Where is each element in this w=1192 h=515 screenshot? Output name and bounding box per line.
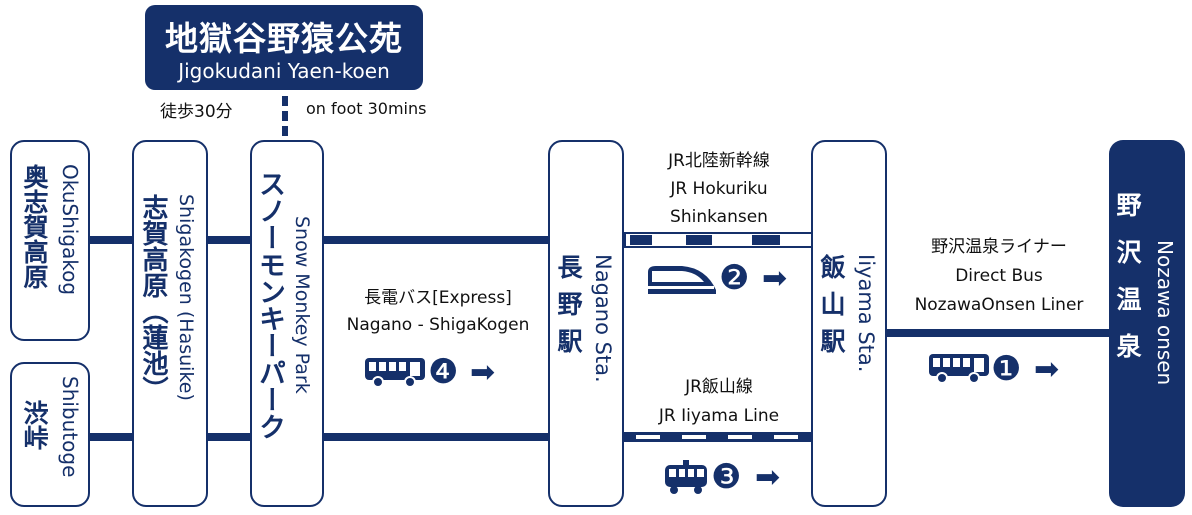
line-shiga-snow-top bbox=[208, 236, 250, 244]
station-shigakogen-jp: 志賀高原（蓮池） bbox=[138, 194, 168, 402]
shinkansen-track-sleeper bbox=[686, 235, 712, 245]
bus-icon bbox=[929, 354, 989, 384]
iiyama-track-gap bbox=[636, 435, 660, 439]
arrow-right-icon: ➡ bbox=[470, 355, 496, 390]
route-direct-bus-jp: 野沢温泉ライナー bbox=[931, 237, 1067, 257]
line-snow-nagano-top bbox=[324, 236, 550, 244]
destination-title-jp: 地獄谷野猿公苑 bbox=[165, 19, 403, 58]
station-nozawa-jp: 野沢温泉 bbox=[1113, 192, 1142, 380]
station-nozawa-en: Nozawa onsen bbox=[1153, 240, 1177, 386]
route-iiyama-line-jp: JR飯山線 bbox=[685, 377, 753, 397]
station-okushiga: OkuShigakog 奥志賀高原 bbox=[10, 140, 90, 341]
route-shinkansen-en2: Shinkansen bbox=[670, 207, 768, 227]
route-direct-bus-en2: NozawaOnsen Liner bbox=[914, 295, 1084, 315]
route-number-3: ❸ bbox=[711, 457, 742, 497]
arrow-right-icon: ➡ bbox=[1034, 352, 1060, 387]
station-okushiga-en: OkuShigakog bbox=[58, 164, 82, 296]
route-number-4: ❹ bbox=[428, 352, 459, 392]
station-shigakogen: Shigakogen (Hasuike) 志賀高原（蓮池） bbox=[132, 140, 208, 507]
station-shibutoge-jp: 渋峠 bbox=[20, 400, 49, 450]
route-direct-bus-label: 野沢温泉ライナー Direct Bus NozawaOnsen Liner bbox=[888, 233, 1110, 320]
iiyama-track-gap bbox=[728, 435, 752, 439]
route-direct-bus-en1: Direct Bus bbox=[955, 266, 1043, 286]
walk-path-dashed bbox=[282, 96, 288, 136]
route-number-2: ❷ bbox=[719, 258, 750, 298]
bus-icon bbox=[365, 358, 425, 388]
station-shibutoge: Shibutoge 渋峠 bbox=[10, 362, 90, 507]
station-snowmonkey-jp: スノーモンキーパーク bbox=[254, 170, 285, 440]
destination-banner: 地獄谷野猿公苑 Jigokudani Yaen-koen bbox=[145, 5, 423, 90]
route-express-bus-en: Nagano - ShigaKogen bbox=[346, 315, 530, 335]
station-nozawa: Nozawa onsen 野沢温泉 bbox=[1109, 140, 1185, 507]
station-snowmonkey: Snow Monkey Park スノーモンキーパーク bbox=[250, 140, 324, 507]
station-nagano-en: Nagano Sta. bbox=[591, 254, 615, 383]
route-shinkansen-en1: JR Hokuriku bbox=[670, 179, 768, 199]
station-snowmonkey-en: Snow Monkey Park bbox=[291, 216, 313, 394]
station-iiyama-jp: 飯山駅 bbox=[817, 254, 846, 365]
route-shinkansen-label: JR北陸新幹線 JR Hokuriku Shinkansen bbox=[626, 147, 812, 231]
arrow-right-icon: ➡ bbox=[762, 261, 788, 296]
station-iiyama: Iiyama Sta. 飯山駅 bbox=[811, 140, 887, 507]
walk-time-jp: 徒歩30分 bbox=[160, 102, 233, 122]
station-iiyama-en: Iiyama Sta. bbox=[854, 254, 878, 373]
station-nagano: Nagano Sta. 長野駅 bbox=[548, 140, 624, 507]
line-iiyama-nozawa bbox=[886, 329, 1111, 337]
shinkansen-track bbox=[624, 232, 813, 248]
route-iiyama-line-label: JR飯山線 JR Iiyama Line bbox=[626, 373, 812, 431]
walk-time-en: on foot 30mins bbox=[306, 99, 427, 118]
iiyama-line-track bbox=[624, 432, 813, 442]
route-iiyama-line-en: JR Iiyama Line bbox=[658, 406, 780, 426]
route-express-bus-label: 長電バス[Express] Nagano - ShigaKogen bbox=[330, 285, 546, 339]
iiyama-track-gap bbox=[774, 435, 798, 439]
shinkansen-track-sleeper bbox=[630, 235, 652, 245]
train-icon bbox=[665, 460, 707, 494]
line-snow-nagano-bottom bbox=[324, 433, 550, 441]
route-number-1: ❶ bbox=[991, 349, 1022, 389]
iiyama-track-gap bbox=[682, 435, 706, 439]
line-shiga-snow-bottom bbox=[208, 433, 250, 441]
line-shibutoge-shiga bbox=[90, 433, 132, 441]
line-okushiga-shiga bbox=[90, 236, 132, 244]
station-shibutoge-en: Shibutoge bbox=[58, 376, 82, 478]
shinkansen-track-sleeper bbox=[752, 235, 780, 245]
station-shigakogen-en: Shigakogen (Hasuike) bbox=[175, 194, 197, 401]
route-shinkansen-jp: JR北陸新幹線 bbox=[668, 151, 770, 171]
arrow-right-icon: ➡ bbox=[755, 460, 781, 495]
shinkansen-icon bbox=[648, 266, 716, 294]
route-express-bus-jp: 長電バス[Express] bbox=[364, 288, 512, 308]
destination-title-en: Jigokudani Yaen-koen bbox=[178, 59, 390, 83]
station-nagano-jp: 長野駅 bbox=[554, 254, 583, 365]
station-okushiga-jp: 奥志賀高原 bbox=[20, 164, 49, 289]
